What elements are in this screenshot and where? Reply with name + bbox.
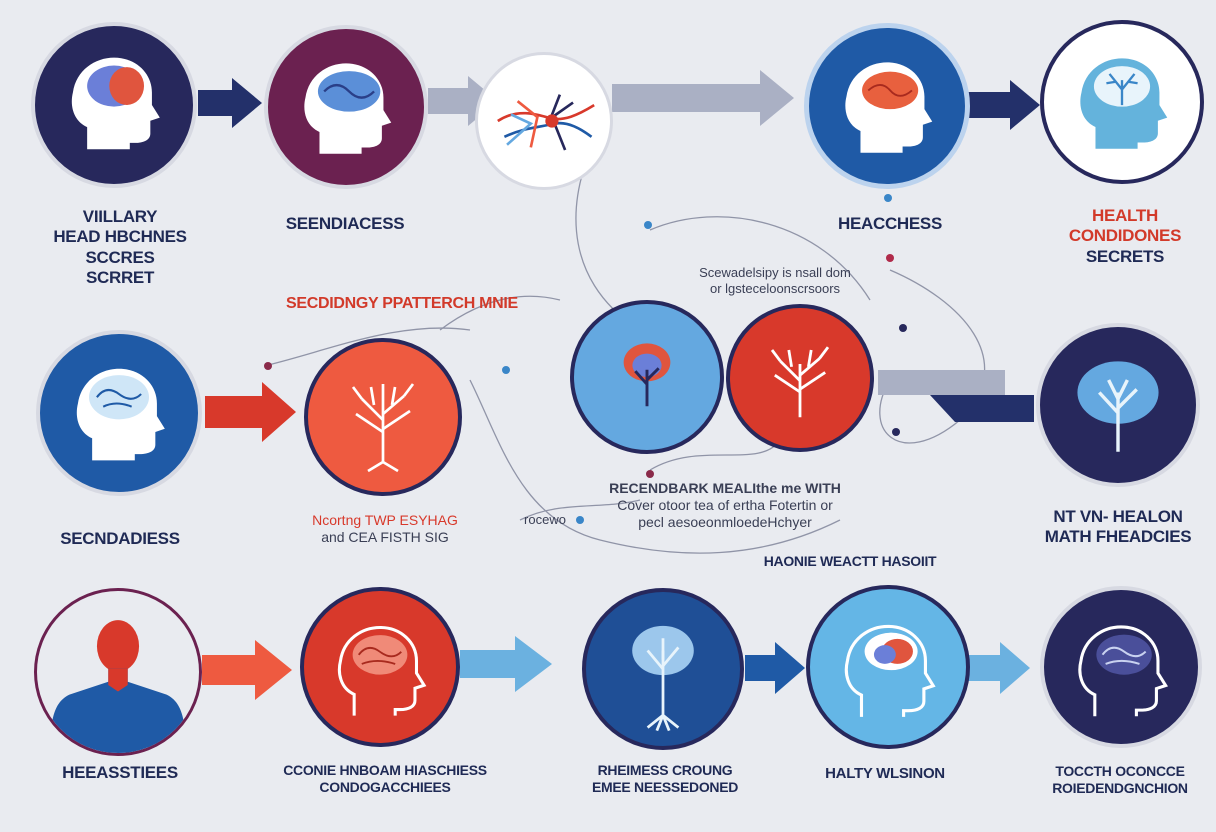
brain-head-icon — [76, 368, 165, 461]
tree-icon — [1077, 361, 1159, 452]
node-center-2 — [726, 304, 874, 452]
label-r1-4-line: HEACCHESS — [837, 214, 943, 233]
node-r2-1 — [36, 330, 202, 496]
center-small-left: rocewo — [520, 512, 570, 528]
center-note-line: Scewadelsipy is nsall dom — [699, 265, 851, 280]
person-icon — [49, 620, 187, 753]
label-r1-2-line: SEENDIACESS — [285, 214, 405, 233]
node-r3-2 — [300, 587, 460, 747]
node-r3-5 — [1040, 586, 1202, 748]
center-note: Scewadelsipy is nsall dom or lgsteceloon… — [660, 265, 890, 296]
label-r3-3-line: RHEIMESS CROUNG — [597, 762, 733, 778]
label-r3-2-line: CONDOGACCHIEES — [319, 778, 451, 795]
row2-arrows — [205, 370, 1034, 442]
connector-dots — [264, 194, 907, 524]
label-r3-5-line: TOCCTH OCONCCE — [1055, 763, 1185, 779]
center-caption: HAONIE WEACTT HASOIIT — [740, 553, 960, 570]
node-r3-3 — [582, 588, 744, 750]
neuron-icon — [497, 94, 595, 151]
label-r1-1-line: SCCRES — [85, 247, 155, 267]
center-bottom-line: RECENDBARK MEALIthe me WITH — [609, 480, 841, 496]
node-r1-3 — [475, 52, 613, 190]
center-title: SECDIDNGY PPATTERCH MNIE — [286, 294, 536, 313]
label-r1-5-line: SECRETS — [1085, 246, 1165, 266]
arrow-r2-2 — [878, 370, 1005, 395]
label-r3-4-line: HALTY WLSINON — [825, 765, 945, 782]
brain-head-icon — [304, 63, 392, 154]
center-bottom-line: pecl aesoeonmloedeHchyer — [638, 513, 812, 530]
label-r2-2: Ncortng TWP ESYHAG and CEA FISTH SIG — [290, 512, 480, 546]
center-note-line: or lgsteceloonscrsoors — [709, 280, 841, 296]
label-r3-1: HEEASSTIEES — [20, 763, 220, 783]
label-r1-1-line: VIILLARY — [82, 207, 158, 226]
tree-icon — [351, 383, 415, 473]
node-r3-4 — [806, 585, 970, 749]
label-r3-4: HALTY WLSINON — [790, 765, 980, 783]
arrow-r3-4 — [968, 642, 1030, 694]
label-r2-2-line: and CEA FISTH SIG — [321, 528, 449, 545]
arrow-r1-1 — [198, 78, 262, 128]
label-r2-1-line: SECNDADIESS — [60, 529, 180, 548]
label-r3-2: CCONIE HNBOAM HIASCHIESS CONDOGACCHIEES — [260, 762, 510, 796]
arrow-r3-3 — [745, 642, 805, 694]
arrow-r3-2 — [460, 636, 552, 692]
brain-head-icon — [845, 62, 933, 153]
arrow-r1-3 — [612, 70, 794, 126]
brain-head-icon — [1078, 625, 1169, 717]
label-r3-3: RHEIMESS CROUNG EMEE NEESSEDONED — [565, 762, 765, 796]
row3-arrows — [202, 636, 1030, 700]
label-r1-5-line: CONDIDONES — [1068, 226, 1182, 246]
label-r2-5-line: MATH FHEADCIES — [1044, 527, 1192, 547]
label-r2-2-line: Ncortng TWP ESYHAG — [312, 512, 458, 528]
node-r1-5 — [1040, 20, 1204, 184]
label-r2-5: NT VN- HEALON MATH FHEADCIES — [1020, 507, 1216, 548]
label-r1-5-line: HEALTH — [1092, 206, 1158, 225]
node-r1-4 — [804, 23, 970, 189]
node-r1-2 — [264, 25, 428, 189]
center-bottom-line: Cover otoor tea of ertha Fotertin or — [617, 496, 833, 513]
arrow-r2-1 — [205, 382, 296, 442]
tree-icon — [632, 625, 694, 732]
label-r1-2: SEENDIACESS — [250, 214, 440, 234]
node-r3-1 — [34, 588, 202, 756]
label-r1-4: HEACCHESS — [800, 214, 980, 234]
arrow-r2-3 — [930, 395, 1034, 422]
label-r2-5-line: NT VN- HEALON — [1053, 507, 1183, 526]
label-r1-1-line: SCRRET — [85, 268, 155, 288]
center-caption-text: HAONIE WEACTT HASOIIT — [763, 553, 937, 569]
label-r3-5: TOCCTH OCONCCE ROIEDENDGNCHION — [1030, 763, 1210, 797]
center-small-left-text: rocewo — [524, 512, 566, 527]
label-r3-2-line: CCONIE HNBOAM HIASCHIESS — [283, 762, 487, 778]
label-r1-1-line: HEAD HBCHNES — [53, 227, 187, 247]
brain-head-icon — [844, 624, 936, 717]
label-r3-3-line: EMEE NEESSEDONED — [591, 778, 739, 795]
label-r1-5: HEALTH CONDIDONES SECRETS — [1020, 206, 1216, 267]
brain-head-icon — [337, 625, 427, 716]
label-r3-5-line: ROIEDENDGNCHION — [1052, 779, 1188, 796]
brain-head-icon — [71, 57, 160, 150]
tree-icon — [770, 346, 830, 418]
arrow-r1-4 — [968, 80, 1040, 130]
label-r1-1: VIILLARY HEAD HBCHNES SCCRES SCRRET — [20, 207, 220, 289]
center-title-text: SECDIDNGY PPATTERCH MNIE — [286, 295, 518, 312]
brain-head-icon — [1080, 58, 1168, 149]
node-r2-2 — [304, 338, 462, 496]
node-r1-1 — [31, 22, 197, 188]
tree-icon — [623, 343, 671, 407]
node-center-1 — [570, 300, 724, 454]
node-r2-5 — [1036, 323, 1200, 487]
center-bottom-text: RECENDBARK MEALIthe me WITH Cover otoor … — [560, 480, 890, 530]
arrow-r3-1 — [202, 640, 292, 700]
label-r2-1: SECNDADIESS — [20, 529, 220, 549]
label-r3-1-line: HEEASSTIEES — [62, 763, 178, 782]
